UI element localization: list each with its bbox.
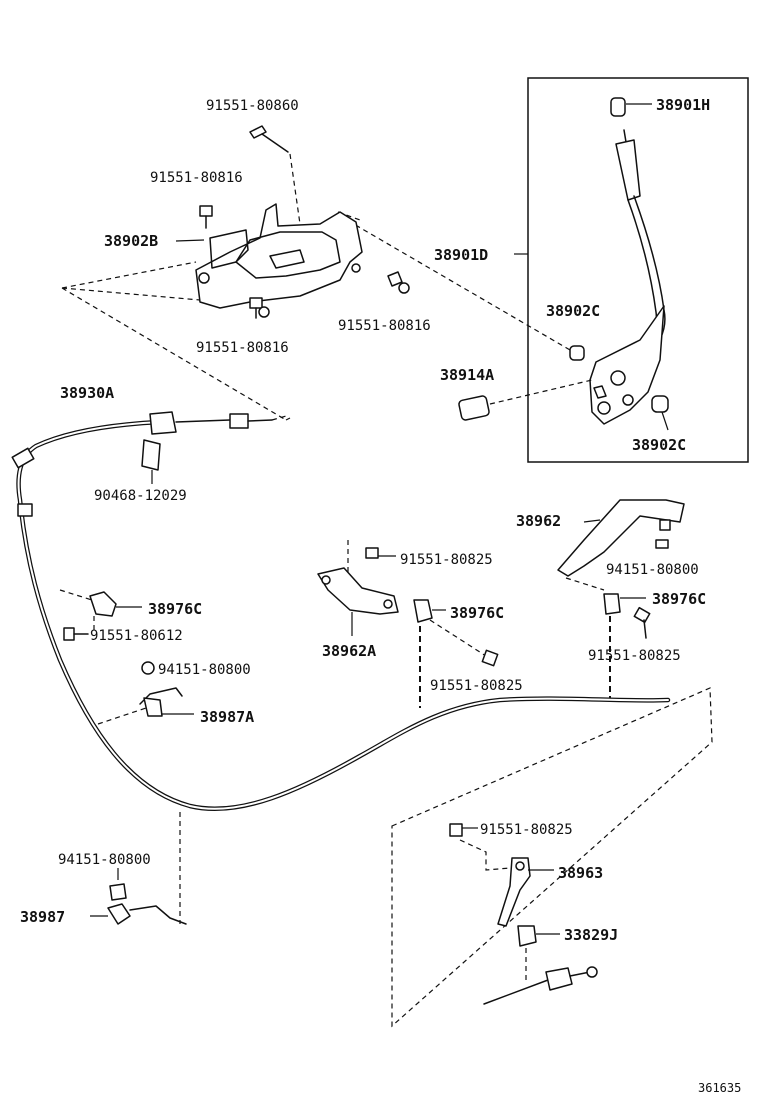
leader-38902B <box>175 239 205 242</box>
bushing-38902C-upper <box>569 345 585 361</box>
bracket-38987A <box>97 687 194 725</box>
label-38930A: 38930A <box>60 384 114 402</box>
label-38902B: 38902B <box>104 232 158 250</box>
label-38976C-right: 38976C <box>652 590 706 608</box>
label-38987: 38987 <box>20 908 65 926</box>
label-91551-80816-right: 91551-80816 <box>338 318 431 334</box>
label-94151-80800-right: 94151-80800 <box>606 562 699 578</box>
label-38901H: 38901H <box>656 96 710 114</box>
reference-number: 361635 <box>698 1081 741 1095</box>
label-91551-80860: 91551-80860 <box>206 98 299 114</box>
bushing-38902C-lower <box>651 395 669 431</box>
label-38901D: 38901D <box>434 246 488 264</box>
label-91551-80825-top: 91551-80825 <box>400 552 493 568</box>
label-91551-80612: 91551-80612 <box>90 628 183 644</box>
shift-lever-subassembly <box>391 687 713 1028</box>
shift-lever-38901D <box>589 129 666 425</box>
label-94151-80800-left: 94151-80800 <box>158 662 251 678</box>
label-38962: 38962 <box>516 512 561 530</box>
label-91551-80816-lower: 91551-80816 <box>196 340 289 356</box>
label-38987A: 38987A <box>200 708 254 726</box>
knob-38901H <box>610 97 652 117</box>
label-33829J: 33829J <box>564 926 618 944</box>
bracket-38962A <box>317 540 499 708</box>
label-38963: 38963 <box>558 864 603 882</box>
label-91551-80825-right: 91551-80825 <box>588 648 681 664</box>
bracket-38962 <box>557 499 685 698</box>
bracket-38987 <box>90 812 187 925</box>
control-cable-38930A <box>11 411 671 812</box>
label-38914A: 38914A <box>440 366 494 384</box>
label-38902C-upper: 38902C <box>546 302 600 320</box>
label-94151-80800-bottom: 94151-80800 <box>58 852 151 868</box>
label-91551-80825-bottom: 91551-80825 <box>480 822 573 838</box>
bracket-assembly <box>61 125 410 421</box>
collar-38914A <box>458 379 593 421</box>
label-38976C-middle: 38976C <box>450 604 504 622</box>
lever-assembly-frame <box>527 77 749 463</box>
label-91551-80816-upper: 91551-80816 <box>150 170 243 186</box>
label-38976C-left: 38976C <box>148 600 202 618</box>
clip-90468-12029 <box>141 439 161 484</box>
label-38962A: 38962A <box>322 642 376 660</box>
label-91551-80825-middle: 91551-80825 <box>430 678 523 694</box>
clamp-38976C-left <box>59 589 155 675</box>
label-90468-12029: 90468-12029 <box>94 488 187 504</box>
label-38902C-lower: 38902C <box>632 436 686 454</box>
